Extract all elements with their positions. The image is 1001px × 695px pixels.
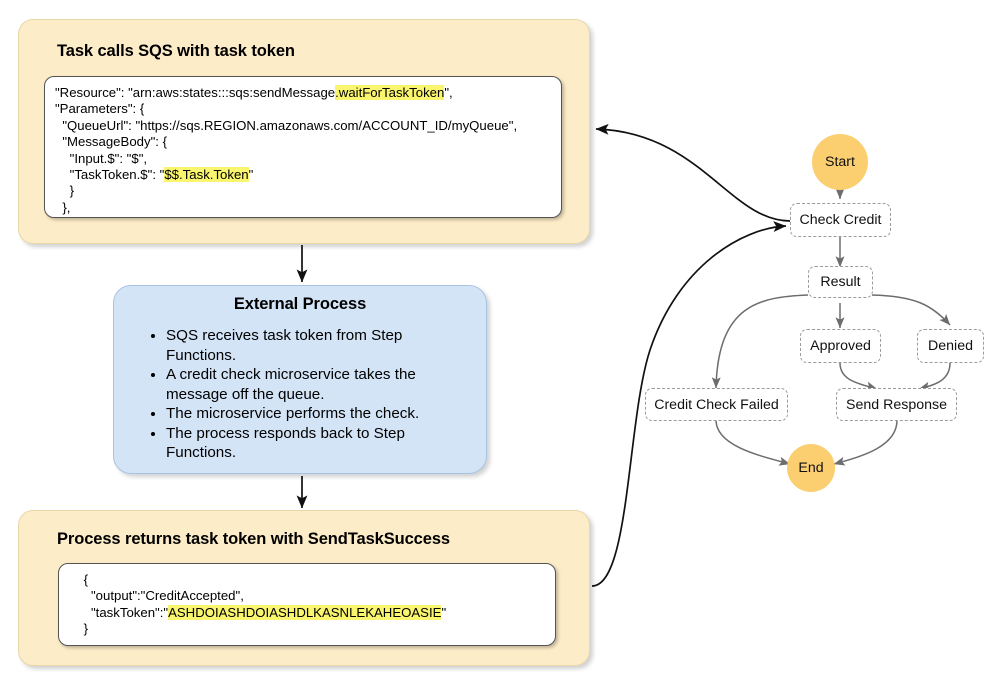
code-segment: { xyxy=(69,572,89,587)
code-segment: "TaskToken.$": " xyxy=(55,167,165,183)
code-segment: ", xyxy=(444,85,453,100)
external-process-bullet: The microservice performs the check. xyxy=(166,404,466,424)
code-segment: } xyxy=(55,183,75,199)
state-node-denied[interactable]: Denied xyxy=(917,329,984,363)
state-node-result-label: Result xyxy=(820,274,861,290)
send-task-success-code-text: { "output":"CreditAccepted", "taskToken"… xyxy=(59,564,555,645)
external-process-bullet-list: SQS receives task token from Step Functi… xyxy=(132,326,476,463)
state-node-approved[interactable]: Approved xyxy=(800,329,881,363)
code-highlight: $$.Task.Token xyxy=(164,167,249,183)
code-segment: " xyxy=(248,167,254,183)
state-node-end[interactable]: End xyxy=(787,444,835,492)
code-segment: "taskToken":" xyxy=(69,604,169,620)
edge-approved-to-send-response xyxy=(839,362,878,391)
code-line: "QueueUrl": "https://sqs.REGION.amazonaw… xyxy=(55,118,551,134)
task-call-code-text: "Resource": "arn:aws:states:::sqs:sendMe… xyxy=(45,77,561,217)
state-node-approved-label: Approved xyxy=(810,338,871,354)
edge-result-to-denied xyxy=(871,294,951,326)
code-highlight: ASHDOIASHDOIASHDLKASNLEKAHEOASIE xyxy=(168,604,442,620)
external-process-bullet: A credit check microservice takes the me… xyxy=(166,365,466,404)
send-task-success-code-box: { "output":"CreditAccepted", "taskToken"… xyxy=(58,563,556,646)
edge-credit-check-failed-to-end xyxy=(715,419,791,466)
task-call-code-box: "Resource": "arn:aws:states:::sqs:sendMe… xyxy=(44,76,562,218)
panel-send-task-success-title: Process returns task token with SendTask… xyxy=(57,530,450,548)
edge-denied-to-send-response xyxy=(918,362,951,391)
code-segment: "QueueUrl": "https://sqs.REGION.amazonaw… xyxy=(55,117,518,133)
code-line: } xyxy=(69,621,545,637)
edge-send-response-to-end xyxy=(833,419,898,466)
state-node-start[interactable]: Start xyxy=(812,134,868,190)
code-segment: }, xyxy=(55,199,71,215)
code-line: "TaskToken.$": "$$.Task.Token" xyxy=(55,167,551,183)
code-segment: " xyxy=(441,604,447,620)
code-line: "Input.$": "$", xyxy=(55,151,551,167)
state-node-check-credit[interactable]: Check Credit xyxy=(790,203,891,237)
code-segment: "Resource": "arn:aws:states:::sqs:sendMe… xyxy=(55,85,336,100)
code-highlight: .waitForTaskToken xyxy=(335,85,445,100)
code-line: } xyxy=(55,183,551,199)
code-line: "Resource": "arn:aws:states:::sqs:sendMe… xyxy=(55,85,551,101)
state-node-end-label: End xyxy=(798,460,824,476)
state-node-send-response-label: Send Response xyxy=(846,396,947,413)
state-node-denied-label: Denied xyxy=(928,338,973,354)
state-node-send-response[interactable]: Send Response xyxy=(836,388,957,421)
code-line: "Parameters": { xyxy=(55,101,551,117)
state-node-check-credit-label: Check Credit xyxy=(799,212,882,228)
code-segment: "Input.$": "$", xyxy=(55,150,148,166)
code-line: { xyxy=(69,572,545,588)
panel-external-process-title: External Process xyxy=(233,295,367,313)
code-line: "MessageBody": { xyxy=(55,134,551,150)
code-segment: "MessageBody": { xyxy=(55,134,167,150)
state-node-start-label: Start xyxy=(825,154,855,170)
panel-external-process: External Process SQS receives task token… xyxy=(113,285,487,474)
state-node-result[interactable]: Result xyxy=(808,266,873,298)
state-node-credit-check-failed-label: Credit Check Failed xyxy=(654,396,779,413)
code-segment: "Parameters": { xyxy=(55,101,145,117)
state-node-credit-check-failed[interactable]: Credit Check Failed xyxy=(645,388,788,421)
code-line: }, xyxy=(55,200,551,216)
panel-task-calls-sqs-title: Task calls SQS with task token xyxy=(57,42,295,60)
external-process-bullet: SQS receives task token from Step Functi… xyxy=(166,326,466,365)
code-segment: "output":"CreditAccepted", xyxy=(69,588,244,604)
code-line: "output":"CreditAccepted", xyxy=(69,588,545,604)
code-line: "taskToken":"ASHDOIASHDOIASHDLKASNLEKAHE… xyxy=(69,604,545,621)
code-segment: } xyxy=(69,621,89,637)
edge-check-credit-to-task-call xyxy=(595,123,791,222)
edge-result-to-credit-check-failed xyxy=(711,294,809,389)
external-process-bullet: The process responds back to Step Functi… xyxy=(166,424,466,463)
